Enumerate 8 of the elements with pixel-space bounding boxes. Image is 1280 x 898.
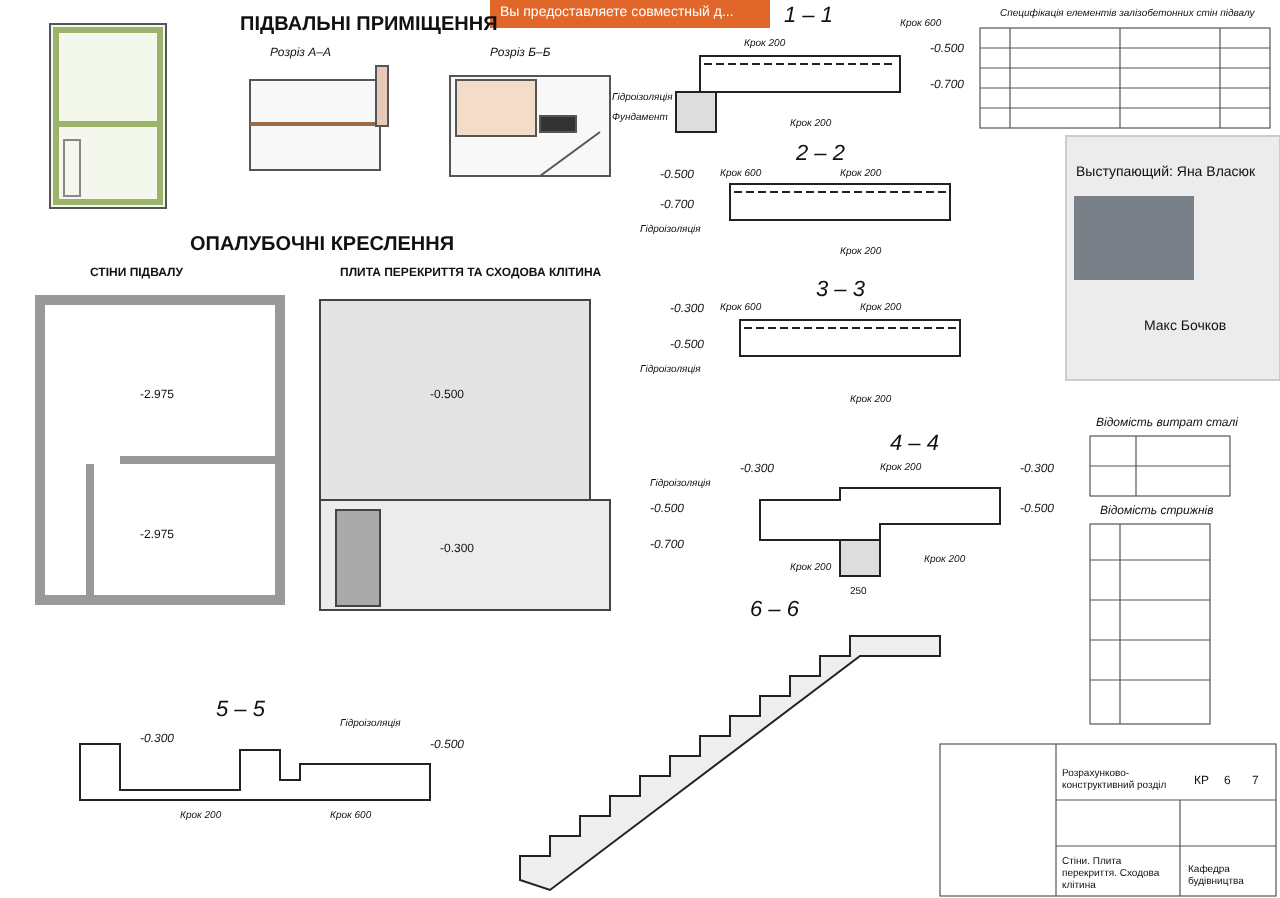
section-title: 6 – 6 [750,600,799,622]
section-title: 4 – 4 [890,434,939,456]
section-title: 5 – 5 [216,700,265,722]
section-title: 3 – 3 [816,280,865,302]
section-title: 1 – 1 [784,6,833,28]
section-title: 2 – 2 [796,144,845,166]
heading: ОПАЛУБОЧНІ КРЕСЛЕННЯ [190,236,455,256]
heading: ПІДВАЛЬНІ ПРИМІЩЕННЯ [240,16,498,36]
